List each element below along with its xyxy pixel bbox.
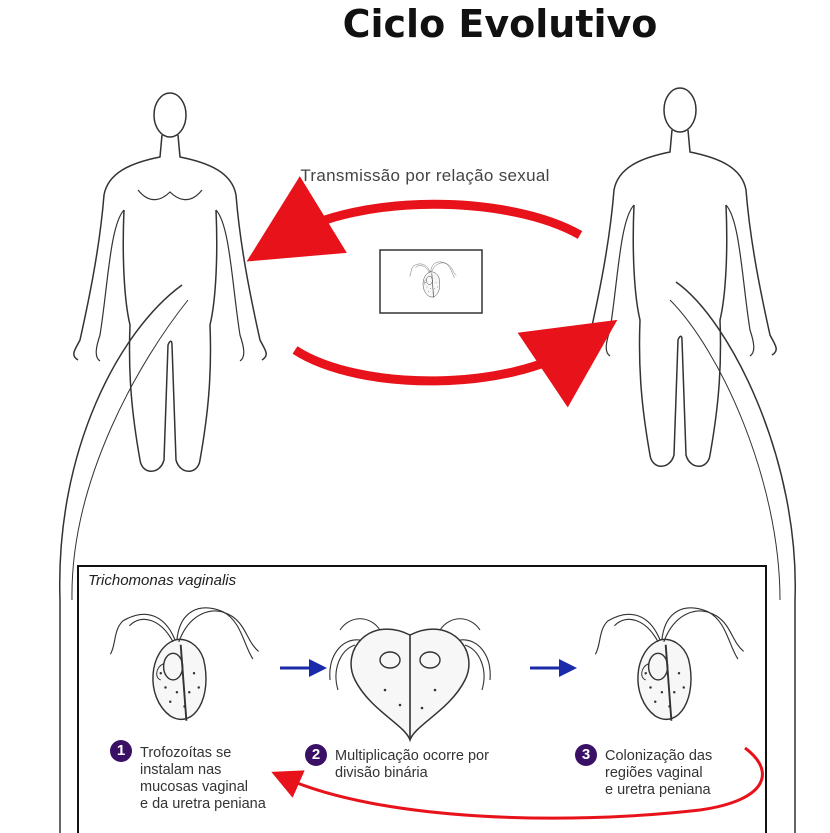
species-name: Trichomonas vaginalis: [88, 572, 236, 589]
step-3-badge: 3: [575, 744, 597, 766]
female-body-outline: [74, 93, 266, 471]
male-body-outline: [584, 88, 776, 466]
step-1-badge: 1: [110, 740, 132, 762]
step-2-badge: 2: [305, 744, 327, 766]
step-1-text: Trofozoítas se instalam nas mucosas vagi…: [140, 745, 266, 813]
step-3-text: Colonização das regiões vaginal e uretra…: [605, 748, 712, 799]
transmission-arrow-female-to-male: [295, 345, 580, 381]
transmission-arrow-male-to-female: [285, 204, 580, 238]
transmission-label: Transmissão por relação sexual: [260, 166, 590, 186]
page-title: Ciclo Evolutivo: [300, 2, 700, 46]
step-2-text: Multiplicação ocorre por divisão binária: [335, 748, 489, 782]
